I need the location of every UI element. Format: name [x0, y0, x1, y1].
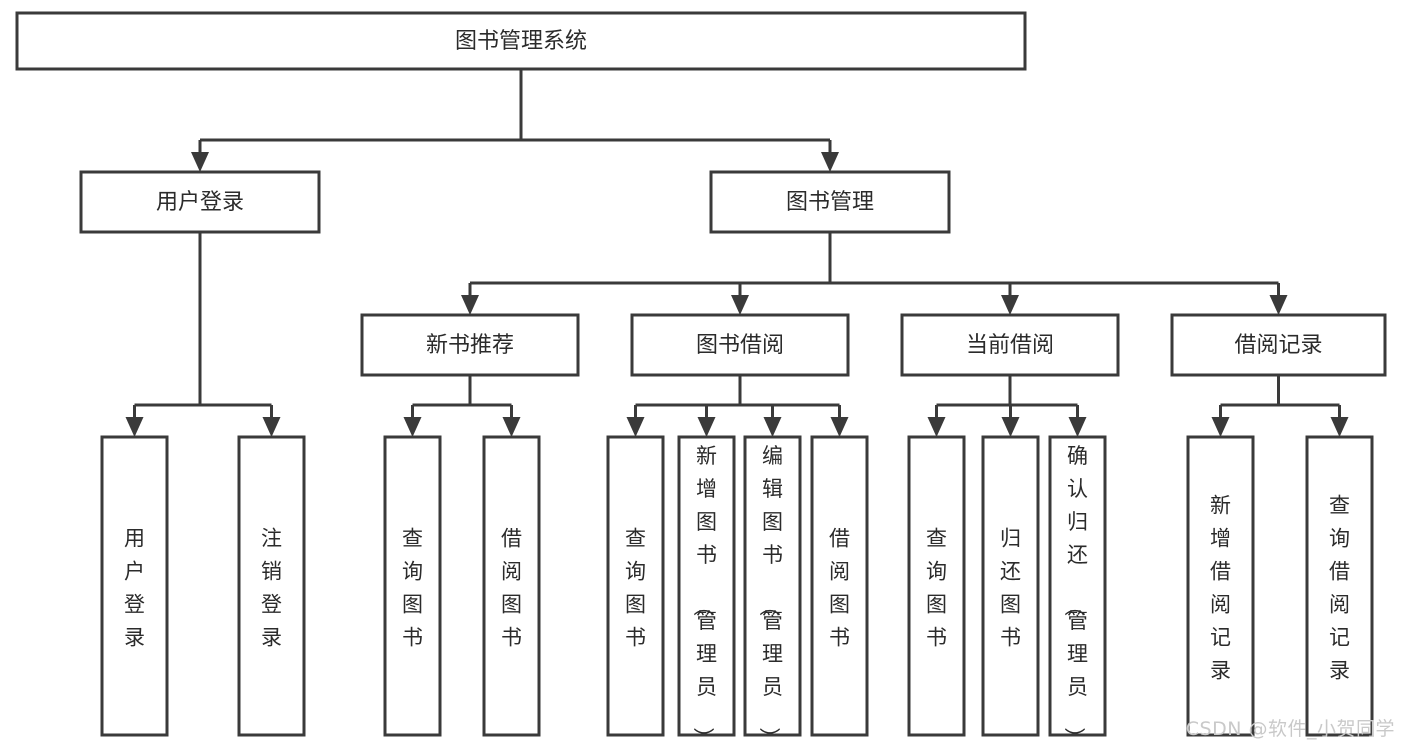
connector-borrow: [626, 375, 849, 437]
arrow-head-icon: [821, 152, 839, 172]
connector-login: [125, 232, 281, 437]
node-current[interactable]: 当前借阅: [900, 313, 1120, 377]
node-label-l-qrec: 查询借阅记录: [1329, 494, 1350, 683]
node-label-newbook: 新书推荐: [426, 333, 514, 358]
node-label-l-add: 新增图书（管理员）: [691, 444, 717, 747]
node-l-confirm[interactable]: 确认归还（管理员）: [1048, 435, 1107, 747]
node-l-q1[interactable]: 查询图书: [383, 435, 442, 737]
node-box-l-q2: [606, 435, 665, 737]
arrow-head-icon: [763, 417, 782, 437]
arrow-head-icon: [1330, 417, 1349, 437]
node-label-l-q2: 查询图书: [625, 527, 646, 650]
node-label-l-return: 归还图书: [1000, 527, 1021, 650]
node-box-root: [15, 11, 1027, 71]
arrow-head-icon: [927, 417, 946, 437]
node-newbook[interactable]: 新书推荐: [360, 313, 580, 377]
node-l-logout[interactable]: 注销登录: [237, 435, 306, 737]
arrow-head-icon: [502, 417, 521, 437]
node-label-login: 用户登录: [156, 190, 244, 215]
node-l-login[interactable]: 用户登录: [100, 435, 169, 737]
node-label-records: 借阅记录: [1234, 333, 1322, 358]
node-bookmgmt[interactable]: 图书管理: [709, 170, 951, 234]
arrow-head-icon: [403, 417, 422, 437]
node-label-l-b2: 借阅图书: [829, 527, 850, 650]
node-l-return[interactable]: 归还图书: [981, 435, 1040, 737]
node-box-l-edit: [743, 435, 802, 737]
node-box-current: [900, 313, 1120, 377]
node-label-bookmgmt: 图书管理: [786, 190, 874, 215]
arrow-head-icon: [697, 417, 716, 437]
node-label-l-login: 用户登录: [124, 527, 145, 650]
node-login[interactable]: 用户登录: [79, 170, 321, 234]
arrow-head-icon: [1001, 417, 1020, 437]
node-box-bookmgmt: [709, 170, 951, 234]
node-box-l-b2: [810, 435, 869, 737]
arrow-head-icon: [1269, 295, 1288, 315]
node-records[interactable]: 借阅记录: [1170, 313, 1387, 377]
arrow-head-icon: [830, 417, 849, 437]
node-borrow[interactable]: 图书借阅: [630, 313, 850, 377]
connector-layer: [125, 69, 1349, 437]
node-box-l-return: [981, 435, 1040, 737]
connector-newbook: [403, 375, 521, 437]
connector-root: [191, 69, 839, 172]
node-box-l-b1: [482, 435, 541, 737]
arrow-head-icon: [1211, 417, 1230, 437]
node-box-l-addrec: [1186, 435, 1255, 737]
node-box-l-q3: [907, 435, 966, 737]
node-l-b1[interactable]: 借阅图书: [482, 435, 541, 737]
node-box-records: [1170, 313, 1387, 377]
node-l-add[interactable]: 新增图书（管理员）: [677, 435, 736, 747]
connector-bookmgmt: [461, 232, 1288, 315]
arrow-head-icon: [731, 295, 749, 315]
arrow-head-icon: [461, 295, 479, 315]
node-label-l-q3: 查询图书: [926, 527, 947, 650]
node-box-l-login: [100, 435, 169, 737]
node-l-qrec[interactable]: 查询借阅记录: [1305, 435, 1374, 737]
node-box-l-logout: [237, 435, 306, 737]
node-box-newbook: [360, 313, 580, 377]
node-l-b2[interactable]: 借阅图书: [810, 435, 869, 737]
arrow-head-icon: [191, 152, 209, 172]
arrow-head-icon: [1001, 295, 1019, 315]
node-label-l-b1: 借阅图书: [501, 527, 522, 650]
node-box-login: [79, 170, 321, 234]
arrow-head-icon: [125, 417, 144, 437]
node-l-q3[interactable]: 查询图书: [907, 435, 966, 737]
node-box-l-confirm: [1048, 435, 1107, 737]
node-box-borrow: [630, 313, 850, 377]
node-label-l-q1: 查询图书: [402, 527, 423, 650]
node-label-root: 图书管理系统: [455, 29, 587, 54]
node-box-l-add: [677, 435, 736, 737]
node-l-q2[interactable]: 查询图书: [606, 435, 665, 737]
node-label-current: 当前借阅: [966, 333, 1054, 358]
node-label-l-confirm: 确认归还（管理员）: [1062, 444, 1088, 747]
node-l-edit[interactable]: 编辑图书（管理员）: [743, 435, 802, 747]
arrow-head-icon: [626, 417, 645, 437]
arrow-head-icon: [262, 417, 281, 437]
arrow-head-icon: [1068, 417, 1087, 437]
node-label-l-addrec: 新增借阅记录: [1210, 494, 1231, 683]
connector-current: [927, 375, 1087, 437]
node-box-l-qrec: [1305, 435, 1374, 737]
node-box-l-q1: [383, 435, 442, 737]
node-layer: 图书管理系统用户登录图书管理新书推荐图书借阅当前借阅借阅记录用户登录注销登录查询…: [15, 11, 1387, 747]
node-label-l-logout: 注销登录: [261, 527, 282, 650]
node-l-addrec[interactable]: 新增借阅记录: [1186, 435, 1255, 737]
node-label-borrow: 图书借阅: [696, 333, 784, 358]
node-root[interactable]: 图书管理系统: [15, 11, 1027, 71]
connector-records: [1211, 375, 1349, 437]
node-label-l-edit: 编辑图书（管理员）: [757, 444, 783, 747]
